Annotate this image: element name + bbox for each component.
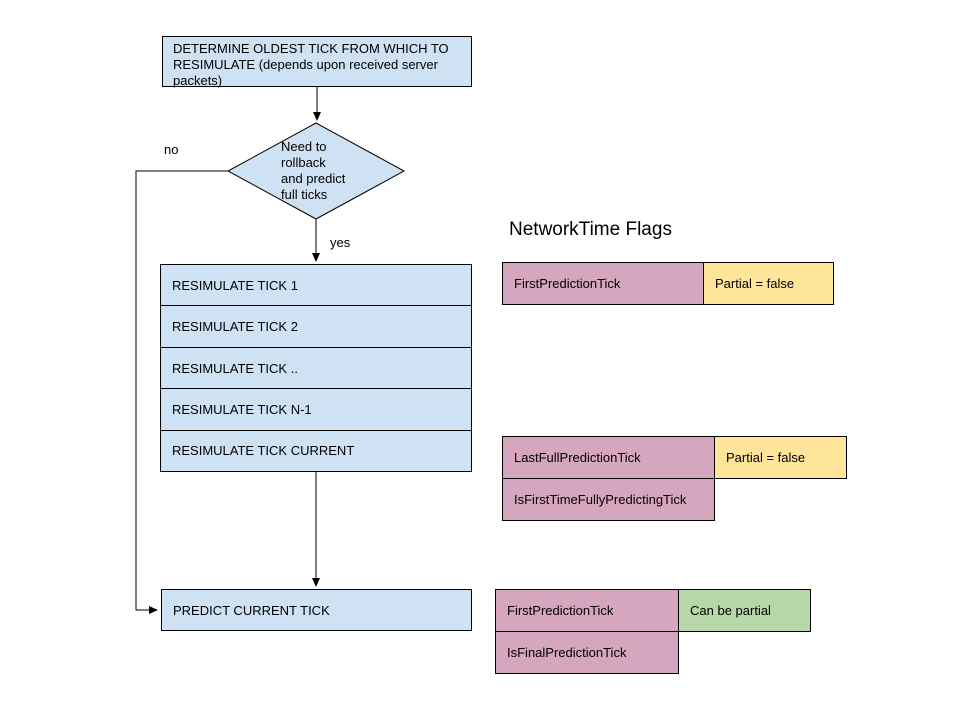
decision-label-line-3: and predict xyxy=(281,171,346,186)
flag-note-label: Partial = false xyxy=(715,276,795,291)
flag-label: IsFinalPredictionTick xyxy=(507,645,627,660)
flag-label: FirstPredictionTick xyxy=(507,603,614,618)
arrow-no-to-predict xyxy=(135,170,228,614)
decision-label: Need to rollback and predict full ticks xyxy=(281,139,345,203)
resimulate-step-current: RESIMULATE TICK CURRENT xyxy=(161,429,471,471)
flag-label: LastFullPredictionTick xyxy=(514,450,641,465)
decision-label-line-2: rollback xyxy=(281,155,326,170)
flag-label: FirstPredictionTick xyxy=(514,276,621,291)
flag-is-first-time-fully-predicting-tick: IsFirstTimeFullyPredictingTick xyxy=(502,478,715,521)
resimulate-step-2: RESIMULATE TICK 2 xyxy=(161,305,471,346)
flag-first-prediction-tick: FirstPredictionTick xyxy=(495,589,679,632)
flags-panel-title: NetworkTime Flags xyxy=(509,219,672,240)
flag-note-label: Partial = false xyxy=(726,450,806,465)
flag-note-can-be-partial: Can be partial xyxy=(678,589,811,632)
flag-last-full-prediction-tick: LastFullPredictionTick xyxy=(502,436,715,479)
resimulate-step-label: RESIMULATE TICK CURRENT xyxy=(172,443,355,459)
start-box-line-1: DETERMINE OLDEST TICK FROM WHICH TO xyxy=(173,41,449,56)
resimulate-step-1: RESIMULATE TICK 1 xyxy=(161,265,471,305)
resimulate-step-label: RESIMULATE TICK 1 xyxy=(172,277,298,293)
predict-box: PREDICT CURRENT TICK xyxy=(161,589,472,631)
flag-label: IsFirstTimeFullyPredictingTick xyxy=(514,492,687,507)
decision-label-line-4: full ticks xyxy=(281,187,328,202)
flag-note-partial-false: Partial = false xyxy=(703,262,834,305)
decision-label-line-1: Need to xyxy=(281,139,327,154)
branch-label-yes: yes xyxy=(330,235,351,250)
flag-note-label: Can be partial xyxy=(690,603,771,618)
resimulate-step-ellipsis: RESIMULATE TICK .. xyxy=(161,346,471,388)
predict-box-label: PREDICT CURRENT TICK xyxy=(173,602,330,618)
start-box: DETERMINE OLDEST TICK FROM WHICH TO RESI… xyxy=(162,36,472,88)
start-box-line-3: packets) xyxy=(173,73,223,88)
resimulate-step-n-1: RESIMULATE TICK N-1 xyxy=(161,388,471,429)
start-box-line-2: RESIMULATE (depends upon received server xyxy=(173,57,438,72)
flag-note-partial-false: Partial = false xyxy=(714,436,847,479)
resimulate-stack: RESIMULATE TICK 1 RESIMULATE TICK 2 RESI… xyxy=(160,264,472,472)
branch-label-no: no xyxy=(164,142,179,157)
resimulate-step-label: RESIMULATE TICK .. xyxy=(172,360,298,376)
flag-is-final-prediction-tick: IsFinalPredictionTick xyxy=(495,631,679,674)
resimulate-step-label: RESIMULATE TICK 2 xyxy=(172,319,298,335)
resimulate-step-label: RESIMULATE TICK N-1 xyxy=(172,401,312,417)
flag-first-prediction-tick: FirstPredictionTick xyxy=(502,262,704,305)
